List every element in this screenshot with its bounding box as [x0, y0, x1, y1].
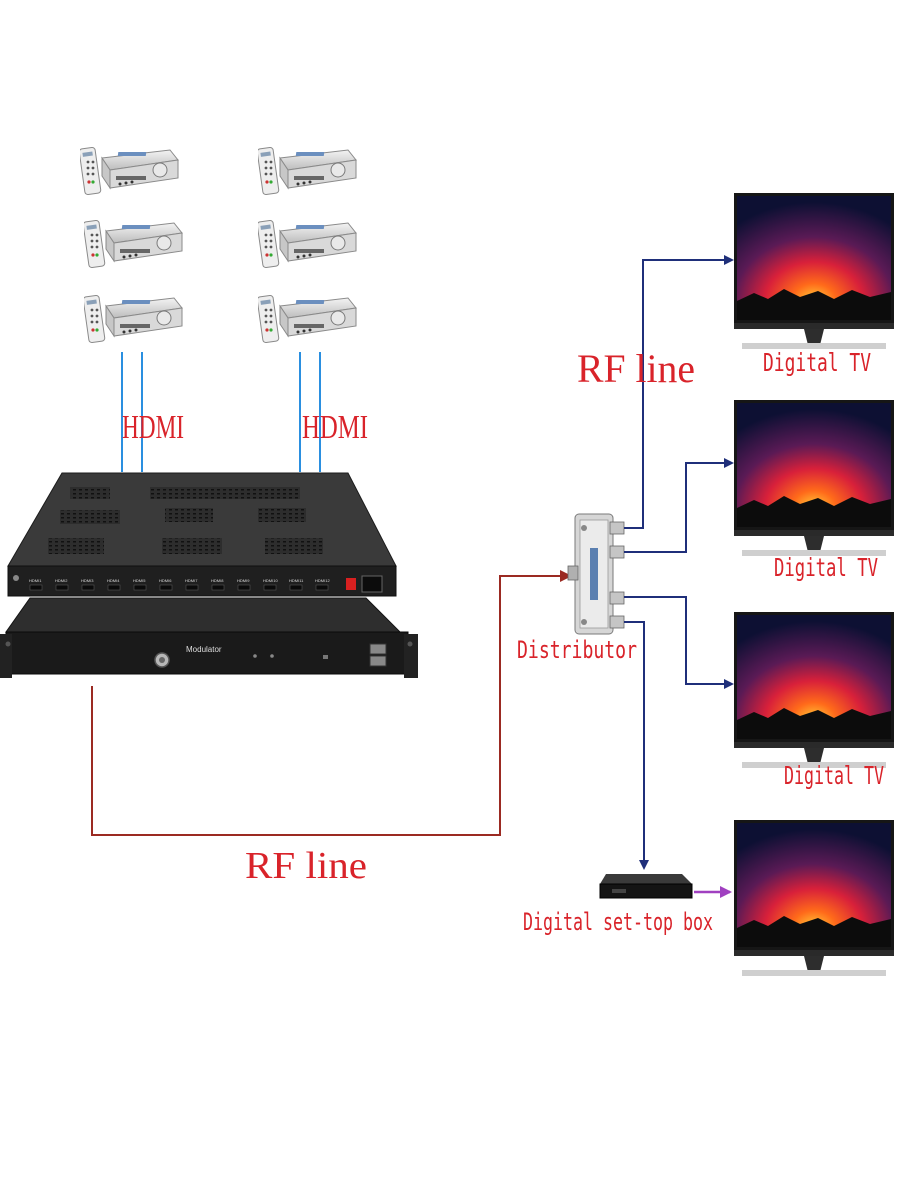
digital-tv: [734, 193, 894, 349]
ethernet-port-icon: [369, 643, 387, 655]
hdmi-input-port: [211, 584, 225, 591]
digital-tv-label-1: Digital TV: [763, 348, 871, 377]
hdmi-label-right: HDMI: [302, 409, 368, 446]
encoder-vent: [162, 538, 222, 554]
encoder-vent: [165, 508, 213, 522]
set-top-box-label: Digital set-top box: [523, 908, 713, 936]
hdmi-input-port: [263, 584, 277, 591]
digital-tv-label-3: Digital TV: [784, 761, 884, 790]
distributor-output-port: [609, 521, 625, 535]
modulator-label: Modulator: [186, 645, 222, 654]
distributor-output-port: [609, 545, 625, 559]
hdmi-port-label: HDMI7: [185, 578, 198, 583]
encoder-vent: [70, 487, 110, 499]
encoder-port-row: HDMI1 HDMI2 HDMI3 HDMI4 HDMI5 HDMI6 HDMI7 HDMI8…: [29, 578, 330, 591]
hdmi-label-left: HDMI: [122, 409, 184, 446]
hdmi-port-label: HDMI10: [263, 578, 278, 583]
hdmi-input-port: [81, 584, 95, 591]
receiver-device: [258, 146, 357, 196]
encoder-vent: [48, 538, 104, 554]
hdmi-port-label: HDMI5: [133, 578, 146, 583]
distribution-lines: [624, 255, 734, 870]
distributor-device: [567, 513, 625, 635]
modulator-top: [5, 597, 402, 633]
encoder-power-led: [13, 575, 19, 581]
hdmi-port-label: HDMI3: [81, 578, 94, 583]
modulator: Modulator: [0, 597, 418, 678]
encoder-vent: [265, 538, 323, 554]
modulator-front-panel: [5, 631, 409, 675]
hdmi-input-port: [107, 584, 121, 591]
set-top-box-device: [599, 874, 693, 899]
digital-tv: [734, 400, 894, 556]
receiver-device: [258, 219, 357, 269]
distribution-line-tv1: [624, 255, 734, 529]
encoder-vent: [258, 508, 306, 522]
digital-tv-label-2: Digital TV: [774, 553, 878, 582]
hdmi-port-label: HDMI12: [315, 578, 330, 583]
receiver-device: [258, 294, 357, 344]
hdmi-port-label: HDMI6: [159, 578, 172, 583]
ethernet-port-icon: [369, 655, 387, 667]
distributor-output-port: [609, 591, 625, 605]
hdmi-port-label: HDMI9: [237, 578, 250, 583]
hdmi-cables: [121, 352, 321, 472]
power-socket-icon: [361, 575, 383, 593]
hdmi-port-label: HDMI1: [29, 578, 42, 583]
rf-line-cable: [91, 570, 572, 836]
rack-ear-right: [404, 634, 418, 678]
distributor-input-port: [567, 565, 579, 581]
digital-tv: [734, 612, 894, 768]
hdmi-port-label: HDMI8: [211, 578, 224, 583]
encoder-vent: [60, 510, 120, 524]
distribution-line-stb: [624, 621, 649, 870]
power-switch-icon: [346, 578, 356, 590]
hdmi-encoder: HDMI1 HDMI2 HDMI3 HDMI4 HDMI5 HDMI6 HDMI7 HDMI8…: [7, 472, 397, 597]
distribution-line-tv3: [624, 596, 734, 689]
rack-ear-left: [0, 634, 12, 678]
hdmi-input-port: [133, 584, 147, 591]
distributor-label: Distributor: [517, 636, 637, 664]
hdmi-port-label: HDMI4: [107, 578, 120, 583]
rf-line-label-bottom: RF line: [245, 845, 367, 887]
hdmi-input-port: [315, 584, 329, 591]
digital-tvs: [734, 193, 894, 976]
hdmi-port-label: HDMI11: [289, 578, 304, 583]
receiver-device: [80, 146, 179, 196]
receiver-device: [84, 294, 183, 344]
receiver-device: [84, 219, 183, 269]
receivers-right: [258, 146, 357, 344]
hdmi-input-port: [289, 584, 303, 591]
receivers-left: [80, 146, 183, 344]
hdmi-input-port: [159, 584, 173, 591]
encoder-vent: [150, 487, 300, 499]
distributor-output-port: [609, 615, 625, 629]
distributor-label-strip: [590, 548, 598, 600]
rf-line-label-top: RF line: [577, 346, 695, 391]
digital-tv: [734, 820, 894, 976]
encoder-front-panel: [7, 565, 397, 597]
distribution-line-tv2: [624, 458, 734, 553]
hdmi-input-port: [185, 584, 199, 591]
hdmi-input-port: [237, 584, 251, 591]
hdmi-input-port: [55, 584, 69, 591]
hdmi-input-port: [29, 584, 43, 591]
hdmi-port-label: HDMI2: [55, 578, 68, 583]
